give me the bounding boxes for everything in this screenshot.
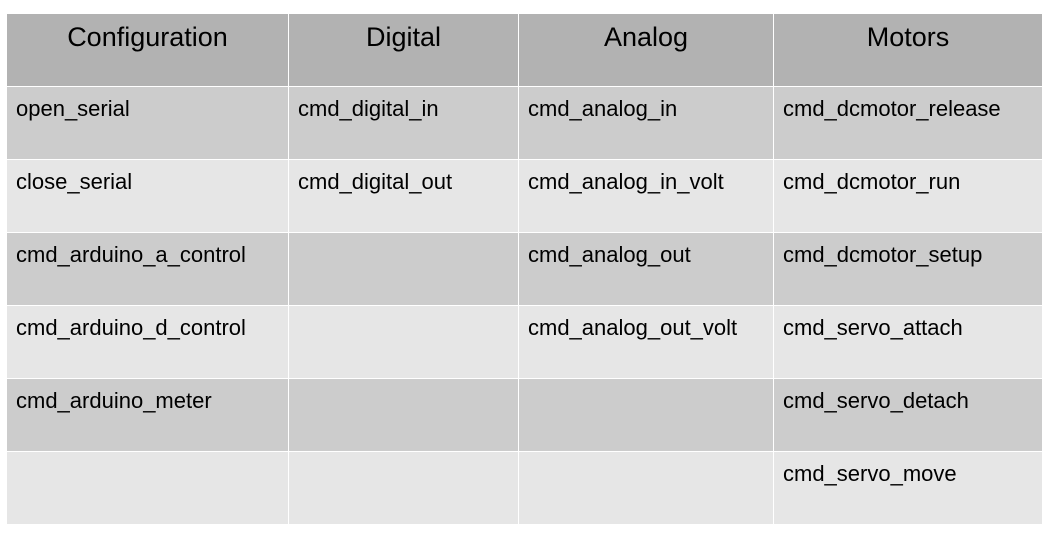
table-cell: cmd_dcmotor_run xyxy=(773,159,1043,233)
table-row: cmd_arduino_meter cmd_servo_detach xyxy=(6,378,1043,452)
command-table: Configuration Digital Analog Motors open… xyxy=(6,13,1043,525)
table-cell xyxy=(6,451,289,525)
table-cell: cmd_digital_in xyxy=(288,86,519,160)
table-cell: cmd_servo_attach xyxy=(773,305,1043,379)
column-header-configuration: Configuration xyxy=(6,13,289,87)
table-body: open_serial cmd_digital_in cmd_analog_in… xyxy=(6,86,1043,525)
table-header: Configuration Digital Analog Motors xyxy=(6,13,1043,87)
column-header-digital: Digital xyxy=(288,13,519,87)
table-cell xyxy=(518,378,774,452)
table-cell: cmd_dcmotor_release xyxy=(773,86,1043,160)
table-row: cmd_arduino_a_control cmd_analog_out cmd… xyxy=(6,232,1043,306)
table-cell: cmd_analog_out_volt xyxy=(518,305,774,379)
table-cell: cmd_servo_detach xyxy=(773,378,1043,452)
table-cell: cmd_dcmotor_setup xyxy=(773,232,1043,306)
table-cell: cmd_digital_out xyxy=(288,159,519,233)
table-row: cmd_arduino_d_control cmd_analog_out_vol… xyxy=(6,305,1043,379)
table-row: open_serial cmd_digital_in cmd_analog_in… xyxy=(6,86,1043,160)
table-cell: cmd_analog_in xyxy=(518,86,774,160)
table-cell: cmd_servo_move xyxy=(773,451,1043,525)
table-cell xyxy=(288,305,519,379)
table-cell: open_serial xyxy=(6,86,289,160)
table-cell xyxy=(288,378,519,452)
table-cell xyxy=(288,451,519,525)
table-cell: cmd_analog_in_volt xyxy=(518,159,774,233)
table-cell: cmd_arduino_a_control xyxy=(6,232,289,306)
command-table-container: Configuration Digital Analog Motors open… xyxy=(6,13,1043,525)
table-cell: cmd_arduino_d_control xyxy=(6,305,289,379)
table-row: close_serial cmd_digital_out cmd_analog_… xyxy=(6,159,1043,233)
table-cell xyxy=(288,232,519,306)
column-header-analog: Analog xyxy=(518,13,774,87)
table-cell: cmd_arduino_meter xyxy=(6,378,289,452)
table-cell: close_serial xyxy=(6,159,289,233)
table-cell xyxy=(518,451,774,525)
column-header-motors: Motors xyxy=(773,13,1043,87)
table-cell: cmd_analog_out xyxy=(518,232,774,306)
table-row: cmd_servo_move xyxy=(6,451,1043,525)
header-row: Configuration Digital Analog Motors xyxy=(6,13,1043,87)
